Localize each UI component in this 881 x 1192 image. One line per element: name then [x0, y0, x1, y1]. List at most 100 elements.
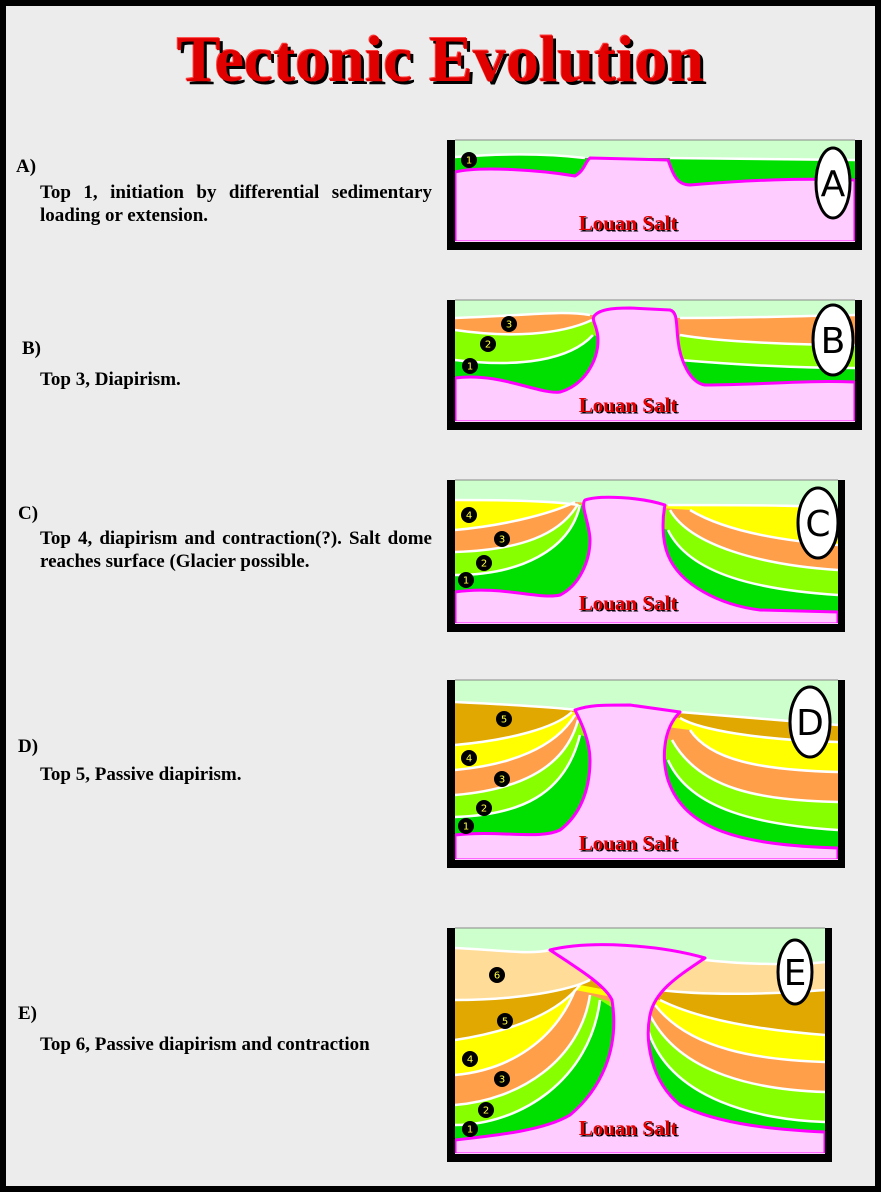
badge-oval — [814, 146, 852, 220]
layer-marker-4: 4 — [461, 750, 477, 766]
layer-marker-3: 3 — [494, 531, 510, 547]
layer-top-line — [454, 734, 839, 832]
stage-letter: D — [796, 703, 824, 744]
salt-label: Louan Salt — [579, 591, 678, 615]
stage-letter: C — [805, 504, 830, 545]
badge-oval — [796, 486, 840, 560]
marker-circle — [462, 358, 478, 374]
stage-badge-b: B — [811, 303, 855, 377]
layer-marker-5: 5 — [497, 1013, 513, 1029]
layer-top-line — [454, 946, 826, 966]
stage-badge-e: E — [776, 938, 814, 1006]
marker-circle — [480, 336, 496, 352]
layer-number: 2 — [481, 804, 487, 815]
salt-label: Louan Salt — [579, 393, 678, 417]
layer-number: 3 — [499, 775, 505, 786]
layer-marker-6: 6 — [489, 967, 505, 983]
layer-marker-1: 1 — [458, 572, 474, 588]
stage-badge-a: A — [814, 146, 852, 220]
layer-number: 3 — [499, 1075, 505, 1086]
layer-number: 2 — [481, 559, 487, 570]
stage-badge-d: D — [788, 685, 832, 759]
cross-section-e: 12 3 4 5 6 E Louan Salt — [447, 927, 832, 1162]
layer-marker-4: 4 — [461, 507, 477, 523]
stage-letter: E — [784, 953, 807, 994]
cross-section-b: 12 3 B Louan Salt — [447, 299, 862, 430]
salt-label: Louan Salt — [579, 211, 678, 235]
stage-a-label: A) — [16, 156, 37, 177]
layer-number: 3 — [499, 535, 505, 546]
layer-top-line — [454, 994, 826, 1107]
layer-number: 1 — [466, 156, 472, 167]
marker-circle — [458, 572, 474, 588]
frame-left — [447, 140, 455, 250]
salt-body — [453, 943, 827, 1156]
salt-body — [453, 156, 857, 244]
salt-label: Louan Salt — [579, 831, 678, 855]
layer-marker-4: 4 — [462, 1051, 478, 1067]
frame-right — [838, 480, 845, 632]
stage-c-text: Top 4, diapirism and contraction(?). Sal… — [40, 528, 432, 572]
layer-top-line — [454, 719, 839, 804]
layer-marker-1: 1 — [458, 818, 474, 834]
frame-left — [447, 680, 455, 868]
stage-b-text: Top 3, Diapirism. — [40, 369, 181, 390]
stage-c-label: C) — [18, 503, 39, 524]
layer-top-line — [454, 504, 839, 597]
frame-right — [838, 680, 845, 868]
marker-circle — [461, 507, 477, 523]
marker-circle — [462, 1121, 478, 1137]
layer-marker-5: 5 — [496, 711, 512, 727]
marker-circle — [501, 316, 517, 332]
stage-e-label: E) — [18, 1003, 37, 1024]
cross-section-c: 1 2 3 4 C Louan Salt — [447, 479, 845, 632]
marker-circle — [494, 1071, 510, 1087]
layer-marker-1: 1 — [462, 358, 478, 374]
salt-body — [453, 703, 840, 862]
frame-right — [855, 140, 862, 250]
layer-marker-3: 3 — [494, 1071, 510, 1087]
layer-top-line — [454, 989, 826, 1077]
frame-bottom — [447, 422, 862, 430]
marker-circle — [461, 152, 477, 168]
layer-number: 1 — [463, 576, 469, 587]
layer-number: 3 — [506, 320, 512, 331]
marker-circle — [496, 711, 512, 727]
badge-oval — [811, 303, 855, 377]
stage-d-label: D) — [18, 736, 39, 757]
layer-number: 5 — [502, 1017, 508, 1028]
marker-circle — [494, 531, 510, 547]
layer-top-line — [454, 503, 839, 572]
layer-marker-1: 1 — [461, 152, 477, 168]
page-title: Tectonic Evolution — [176, 23, 705, 96]
frame-bottom — [447, 1154, 832, 1162]
frame-left — [447, 480, 455, 632]
layer-top-line — [454, 999, 826, 1127]
frame-left — [447, 300, 455, 430]
stage-b-label: B) — [22, 338, 41, 359]
marker-circle — [462, 1051, 478, 1067]
marker-circle — [458, 818, 474, 834]
marker-circle — [489, 967, 505, 983]
layer-number: 2 — [485, 340, 491, 351]
salt-body — [453, 306, 857, 424]
cross-section-a: 1A Louan Salt — [447, 139, 862, 250]
layer-top-line — [454, 714, 839, 774]
layer-marker-2: 2 — [478, 1102, 494, 1118]
layer-marker-1: 1 — [462, 1121, 478, 1137]
layer-marker-3: 3 — [501, 316, 517, 332]
marker-circle — [476, 800, 492, 816]
marker-circle — [494, 771, 510, 787]
salt-body — [453, 495, 840, 626]
layer-number: 4 — [466, 511, 472, 522]
stage-e-text: Top 6, Passive diapirism and contraction — [40, 1034, 370, 1055]
stage-a-text: Top 1, initiation by differential sedime… — [40, 182, 432, 226]
layer-marker-3: 3 — [494, 771, 510, 787]
stage-d-text: Top 5, Passive diapirism. — [40, 764, 242, 785]
stage-letter: A — [821, 164, 846, 205]
salt-label: Louan Salt — [579, 1116, 678, 1140]
stage-badge-c: C — [796, 486, 840, 560]
cross-section-d: 12 3 4 5 D Louan Salt — [447, 679, 845, 868]
